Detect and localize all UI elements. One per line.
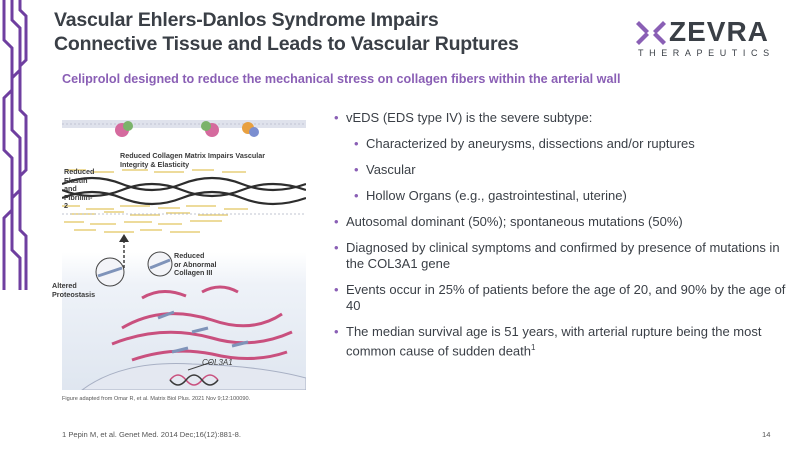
- list-item: •vEDS (EDS type IV) is the severe subtyp…: [334, 110, 593, 125]
- figure-caption: Figure adapted from Omar R, et al. Matri…: [62, 396, 251, 402]
- page-number: 14: [762, 430, 771, 439]
- figure-label-elastin: Reduced Elastin and Fibrillin- 2: [64, 167, 95, 211]
- collagen-figure: Reduced Collagen Matrix Impairs Vascular…: [52, 114, 306, 390]
- footnote: 1 Pepin M, et al. Genet Med. 2014 Dec;16…: [62, 430, 241, 439]
- slide-subtitle: Celiprolol designed to reduce the mechan…: [62, 72, 621, 86]
- figure-label-collagen: Reduced or Abnormal Collagen III: [174, 251, 217, 278]
- list-item: •Characterized by aneurysms, dissections…: [354, 136, 695, 151]
- decorative-stripe: [2, 0, 28, 290]
- list-item: •The median survival age is 51 years, wi…: [334, 324, 762, 359]
- logo-subtitle: THERAPEUTICS: [638, 48, 775, 58]
- figure-illustration: [62, 120, 306, 390]
- figure-label-proteostasis: Altered Proteostasis: [52, 281, 96, 299]
- list-item: •Events occur in 25% of patients before …: [334, 282, 786, 313]
- figure-gene-label: COL3A1: [202, 358, 233, 367]
- bullet-list: •vEDS (EDS type IV) is the severe subtyp…: [334, 110, 794, 369]
- page-title: Vascular Ehlers-Danlos Syndrome Impairs …: [54, 8, 614, 56]
- list-item: •Hollow Organs (e.g., gastrointestinal, …: [354, 188, 627, 203]
- list-item: •Autosomal dominant (50%); spontaneous m…: [334, 214, 683, 229]
- title-line-2: Connective Tissue and Leads to Vascular …: [54, 33, 519, 55]
- logo-mark-icon: [636, 21, 666, 45]
- list-item: •Vascular: [354, 162, 416, 177]
- logo-word: ZEVRA: [669, 16, 769, 47]
- figure-label-matrix: Reduced Collagen Matrix Impairs Vascular…: [120, 151, 265, 169]
- company-logo: ZEVRA THERAPEUTICS: [636, 16, 786, 60]
- title-line-1: Vascular Ehlers-Danlos Syndrome Impairs: [54, 9, 439, 31]
- list-item: •Diagnosed by clinical symptoms and conf…: [334, 240, 780, 271]
- footnote-ref: 1: [531, 343, 536, 352]
